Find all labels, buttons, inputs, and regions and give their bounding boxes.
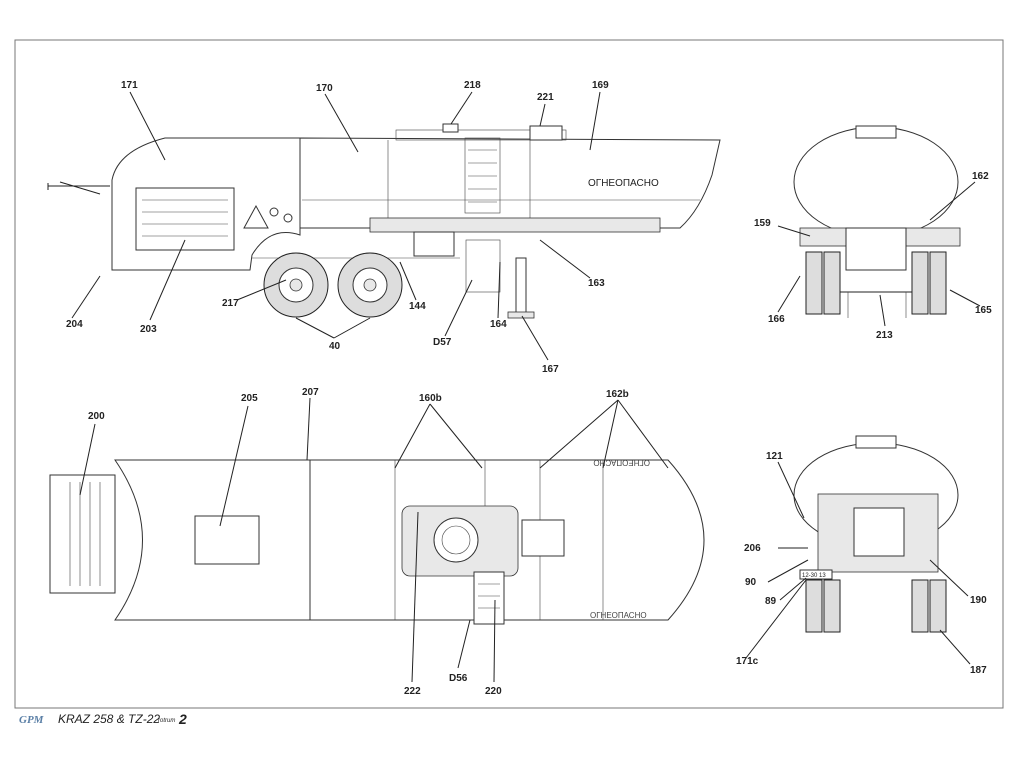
tank-inscription-top-2: ОГНЕОПАСНО [590,611,647,620]
sheet-border [14,39,1004,709]
callout-121: 121 [766,451,783,462]
callout-205: 205 [241,393,258,404]
callout-D56: D56 [449,673,468,684]
callout-207: 207 [302,387,319,398]
callout-162: 162 [972,171,989,182]
callout-160b: 160b [419,393,442,404]
callout-221: 221 [537,92,554,103]
callout-89: 89 [765,596,777,607]
tank-inscription-top-1: ОГНЕОПАСНО [593,458,650,467]
callout-166: 166 [768,314,785,325]
top-view: ОГНЕОПАСНО ОГНЕОПАСНО [49,458,705,625]
callout-159: 159 [754,218,771,229]
callout-213: 213 [876,330,893,341]
callout-218: 218 [464,80,481,91]
callout-144: 144 [409,301,426,312]
callout-163: 163 [588,278,605,289]
callout-203: 203 [140,324,157,335]
callout-187: 187 [970,665,987,676]
callout-217: 217 [222,298,239,309]
callout-200: 200 [88,411,105,422]
callout-206: 206 [744,543,761,554]
callout-162b: 162b [606,389,629,400]
footer-brand-logo: GPM [19,714,44,726]
footer-title: KRAZ 258 & TZ-22 [58,712,161,726]
callout-171c: 171c [736,656,759,667]
callout-167: 167 [542,364,559,375]
tank-inscription-side: ОГНЕОПАСНО [588,178,659,189]
license-plate: 12-30 13 [802,573,826,579]
callout-40: 40 [329,341,341,352]
footer-page-number: 2 [179,711,187,727]
callout-90: 90 [745,577,757,588]
rear-view-bottom: 12-30 13 [793,435,959,633]
callout-170: 170 [316,83,333,94]
side-view: ОГНЕОПАСНО [47,123,721,319]
rear-view-top [793,125,961,318]
callout-D57: D57 [433,337,452,348]
callout-165: 165 [975,305,992,316]
callout-220: 220 [485,686,502,697]
callout-222: 222 [404,686,421,697]
footer-subtitle: rotrum [158,718,176,724]
callout-190: 190 [970,595,987,606]
leader-lines [71,91,981,683]
callout-171: 171 [121,80,138,91]
callout-169: 169 [592,80,609,91]
callout-164: 164 [490,319,507,330]
callout-labels: 171 170 218 221 169 217 203 204 144 163 … [66,80,992,697]
callout-204: 204 [66,319,83,330]
